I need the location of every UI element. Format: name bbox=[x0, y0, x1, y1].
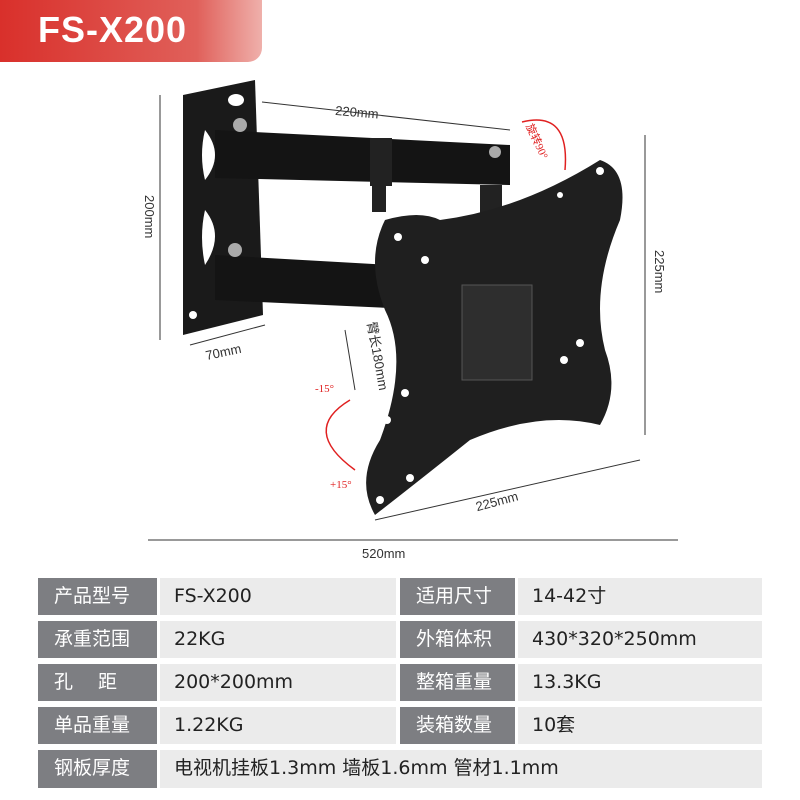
arm-width-label: 220mm bbox=[335, 103, 380, 122]
spec-label: 整箱重量 bbox=[400, 664, 515, 701]
spec-value: 14-42寸 bbox=[518, 578, 762, 615]
spec-label: 单品重量 bbox=[38, 707, 157, 744]
spec-value: FS-X200 bbox=[160, 578, 396, 615]
spec-label: 钢板厚度 bbox=[38, 750, 157, 788]
spec-label: 承重范围 bbox=[38, 621, 157, 658]
height-label: 200mm bbox=[142, 195, 157, 238]
spec-label: 产品型号 bbox=[38, 578, 157, 615]
rotate-label: 旋转90° bbox=[523, 121, 551, 161]
spec-value: 430*320*250mm bbox=[518, 621, 762, 658]
banner-title: FS-X200 bbox=[38, 9, 188, 50]
spec-value: 电视机挂板1.3mm 墙板1.6mm 管材1.1mm bbox=[160, 750, 762, 788]
rotation-arrows bbox=[325, 119, 567, 471]
dimension-lines bbox=[148, 95, 678, 541]
spec-value: 200*200mm bbox=[160, 664, 396, 701]
wall-width-label: 70mm bbox=[204, 341, 242, 363]
spec-value: 10套 bbox=[518, 707, 762, 744]
tilt-down-label: +15° bbox=[330, 479, 352, 491]
spec-value: 22KG bbox=[160, 621, 396, 658]
arm bbox=[215, 118, 510, 308]
tilt-up-label: -15° bbox=[315, 383, 334, 395]
spec-label: 适用尺寸 bbox=[400, 578, 515, 615]
plate-height-label: 225mm bbox=[652, 250, 667, 293]
spec-value: 1.22KG bbox=[160, 707, 396, 744]
product-diagram: 220mm 旋转90° 200mm 70mm 臂长180mm 225mm 225… bbox=[142, 80, 678, 560]
product-banner: FS-X200 bbox=[0, 0, 262, 62]
spec-label: 外箱体积 bbox=[400, 621, 515, 658]
tv-plate bbox=[366, 160, 623, 515]
spec-value: 13.3KG bbox=[518, 664, 762, 701]
spec-label: 孔 距 bbox=[38, 664, 157, 701]
arm-length-label: 臂长180mm bbox=[364, 321, 391, 392]
total-width-label: 520mm bbox=[362, 546, 405, 560]
spec-label: 装箱数量 bbox=[400, 707, 515, 744]
